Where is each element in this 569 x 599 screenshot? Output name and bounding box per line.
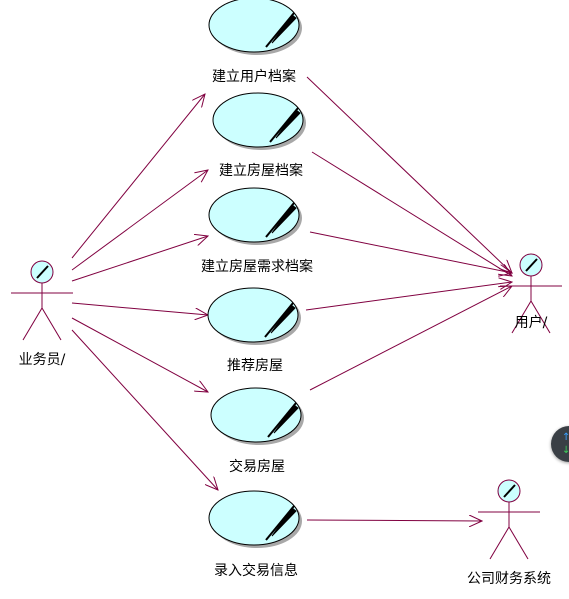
pen-stroke — [265, 505, 295, 541]
use-case-uc1[interactable]: 建立用户档案 — [208, 0, 302, 85]
use-case-uc5[interactable]: 交易房屋 — [210, 387, 304, 475]
association-uc5-user — [309, 286, 512, 391]
use-case-uc4[interactable]: 推荐房屋 — [207, 287, 301, 374]
actor-finance[interactable]: 公司财务系统 — [467, 479, 551, 587]
actor-label: 用户/ — [515, 314, 548, 331]
pen-stroke — [267, 402, 297, 438]
use-case-uc2[interactable]: 建立房屋档案 — [212, 92, 306, 179]
actor-left-leg — [22, 307, 43, 341]
association-clerk-uc5 — [71, 317, 208, 392]
pen-stroke — [265, 202, 295, 238]
arrow-down-icon[interactable]: ↓ — [562, 445, 569, 456]
actor-label: 业务员/ — [19, 352, 66, 368]
actor-left-leg — [511, 300, 532, 334]
use-case-label: 建立房屋档案 — [219, 162, 303, 179]
pen-stroke — [269, 107, 299, 143]
association-uc2-user — [311, 151, 512, 276]
pen-mark-icon — [525, 258, 538, 272]
actor-right-leg — [530, 300, 551, 334]
association-uc1-user — [306, 76, 512, 273]
actor-right-leg — [41, 307, 62, 341]
use-case-label: 建立用户档案 — [212, 68, 296, 85]
association-uc6-finance — [306, 520, 482, 521]
association-clerk-uc6 — [71, 329, 218, 490]
association-uc4-user — [305, 282, 512, 311]
pen-stroke — [265, 12, 295, 48]
actor-clerk[interactable]: 业务员/ — [11, 260, 73, 368]
actor-right-leg — [508, 526, 529, 560]
use-case-uc3[interactable]: 建立房屋需求档案 — [201, 187, 313, 275]
use-case-label: 推荐房屋 — [227, 358, 283, 374]
pen-stroke — [264, 302, 294, 338]
actor-left-leg — [489, 526, 510, 560]
use-case-uc6[interactable]: 录入交易信息 — [208, 490, 302, 579]
actor-label: 公司财务系统 — [467, 571, 551, 587]
association-clerk-uc2 — [71, 170, 208, 271]
pen-mark-icon — [36, 265, 49, 279]
association-lines — [71, 76, 512, 521]
pen-mark-icon — [503, 484, 516, 498]
association-uc3-user — [309, 231, 512, 273]
use-case-label: 录入交易信息 — [214, 562, 298, 579]
use-case-label: 建立房屋需求档案 — [201, 258, 313, 275]
arrow-up-icon[interactable]: ↑ — [562, 432, 569, 443]
association-clerk-uc4 — [71, 302, 208, 315]
association-clerk-uc3 — [71, 236, 208, 282]
use-case-label: 交易房屋 — [229, 458, 285, 475]
actor-user[interactable]: 用户/ — [500, 253, 562, 334]
association-clerk-uc1 — [71, 94, 205, 259]
scroll-widget[interactable]: ↑ ↓ — [551, 426, 569, 462]
actors: 业务员/用户/公司财务系统 — [11, 253, 562, 587]
